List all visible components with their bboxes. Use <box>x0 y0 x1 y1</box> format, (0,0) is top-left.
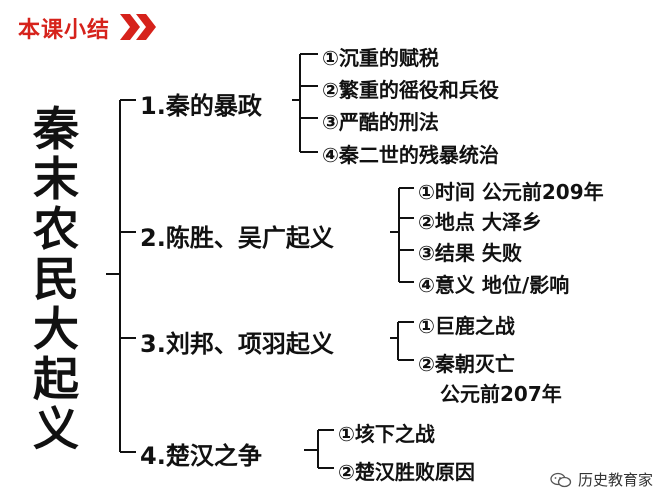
section-2-label: 2.陈胜、吴广起义 <box>140 224 334 252</box>
section-3-item-1: ①巨鹿之战 <box>418 314 515 338</box>
section-4-item-2: ②楚汉胜败原因 <box>338 460 475 484</box>
wechat-icon <box>550 472 572 487</box>
section-2-item-1: ①时间 公元前209年 <box>418 180 604 204</box>
section-3-item-2: ②秦朝灭亡 <box>418 352 515 376</box>
section-2-item-2: ②地点 大泽乡 <box>418 210 542 234</box>
section-1-label: 1.秦的暴政 <box>140 92 262 120</box>
section-2-item-3: ③结果 失败 <box>418 241 522 265</box>
section-2-item-4: ④意义 地位/影响 <box>418 273 570 297</box>
lesson-summary-title: 本课小结 <box>18 18 111 43</box>
section-1-item-2: ②繁重的徭役和兵役 <box>322 78 499 102</box>
section-1-item-3: ③严酷的刑法 <box>322 110 439 134</box>
double-chevron-icon <box>120 14 156 40</box>
section-3-label: 3.刘邦、项羽起义 <box>140 330 334 358</box>
section-3-item-3-date: 公元前207年 <box>440 382 562 406</box>
watermark: 历史教育家 <box>550 469 653 490</box>
section-4-item-1: ①垓下之战 <box>338 422 435 446</box>
section-4-label: 4.楚汉之争 <box>140 442 262 470</box>
section-1-item-1: ①沉重的赋税 <box>322 46 439 70</box>
main-topic-vertical: 秦末农民大起义 <box>33 102 79 456</box>
section-1-item-4: ④秦二世的残暴统治 <box>322 143 499 167</box>
watermark-text: 历史教育家 <box>577 471 653 489</box>
